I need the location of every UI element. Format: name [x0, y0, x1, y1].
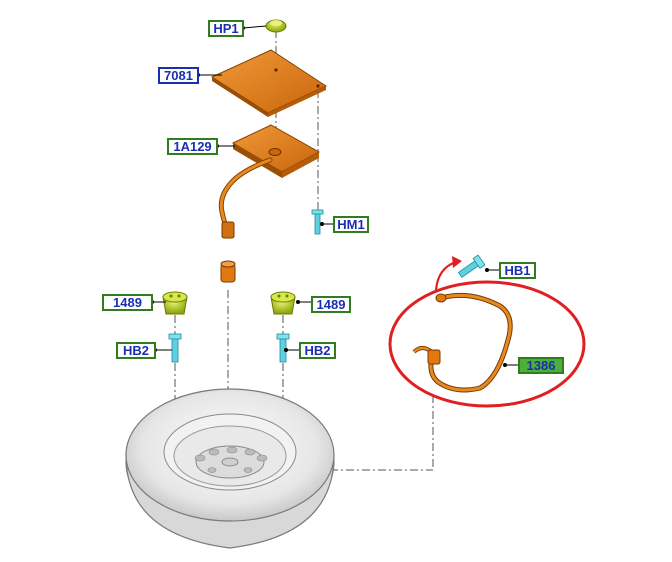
- callout-7081[interactable]: 7081: [158, 67, 199, 84]
- callout-hb2-left[interactable]: HB2: [116, 342, 156, 359]
- bracket-1a129: [218, 124, 321, 283]
- callout-hp1[interactable]: HP1: [208, 20, 244, 37]
- leader-dots: [150, 26, 507, 367]
- callout-hb1[interactable]: HB1: [499, 262, 536, 279]
- callout-hm1[interactable]: HM1: [333, 216, 369, 233]
- callout-1489-left[interactable]: 1489: [102, 294, 153, 311]
- callout-hb2-right[interactable]: HB2: [299, 342, 336, 359]
- plate-7081: [210, 49, 328, 117]
- cable-1386: [412, 292, 513, 393]
- bolt-hb2-right: [276, 333, 290, 363]
- spare-wheel-tire: [125, 388, 335, 549]
- callout-1a129[interactable]: 1A129: [167, 138, 218, 155]
- cap-hp1: [265, 19, 287, 33]
- leader-lines: [152, 25, 518, 366]
- fastener-hm1: [311, 209, 324, 235]
- callout-1386[interactable]: 1386: [518, 357, 564, 374]
- callout-1489-right[interactable]: 1489: [311, 296, 351, 313]
- highlight-ellipse: [388, 280, 586, 408]
- plug-1489-right: [270, 291, 296, 315]
- bolt-hb1: [457, 254, 486, 278]
- bolt-hb2-left: [168, 333, 182, 363]
- red-arrow: [434, 256, 462, 291]
- plug-1489-left: [162, 291, 188, 315]
